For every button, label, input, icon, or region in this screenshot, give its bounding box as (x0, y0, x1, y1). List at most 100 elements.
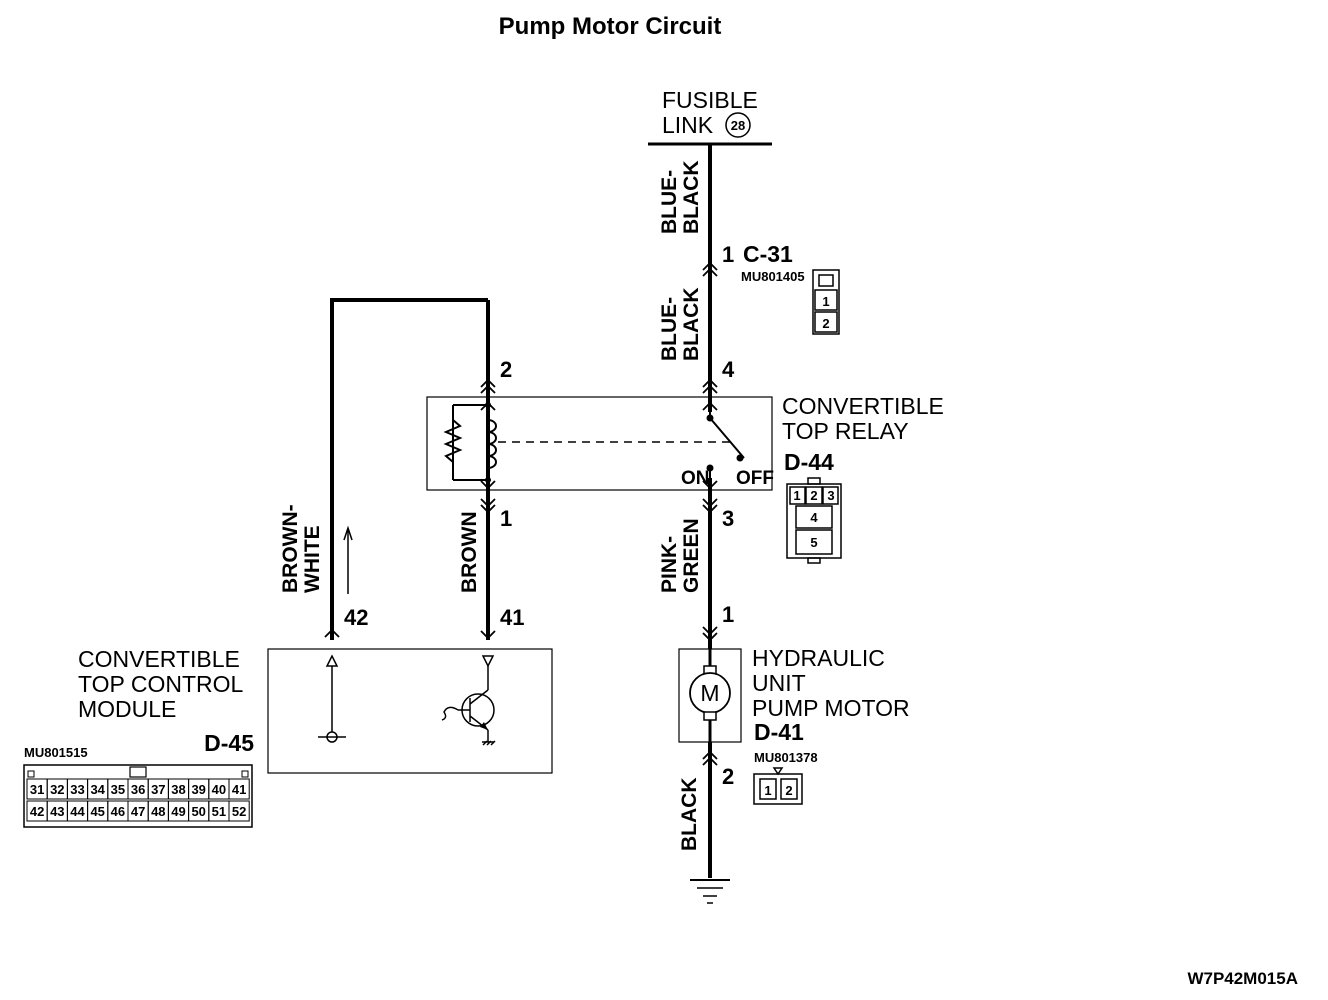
connector-c31-icon-pin-2: 2 (822, 316, 829, 331)
module-connector-pin-49: 49 (171, 804, 185, 819)
wire-label-black: BLACK (678, 778, 701, 852)
module-connector-pin-35: 35 (111, 782, 125, 797)
svg-text:BLUE-: BLUE- (658, 297, 681, 361)
pump-name-line3: PUMP MOTOR (752, 695, 910, 721)
module-connector-pin-31: 31 (30, 782, 44, 797)
module-pin-42: 42 (344, 605, 368, 630)
svg-text:WHITE: WHITE (301, 525, 324, 593)
svg-text:BROWN: BROWN (458, 511, 481, 593)
pump-motor-brush-bottom (703, 711, 717, 721)
pump-motor-letter: M (700, 680, 719, 706)
module-connector-pin-36: 36 (131, 782, 145, 797)
module-connector-pin-52: 52 (232, 804, 246, 819)
relay-connector-icon (786, 477, 842, 564)
relay-terminal-3-chevron (702, 480, 718, 514)
svg-text:GREEN: GREEN (680, 518, 703, 593)
svg-text:PINK-: PINK- (658, 536, 681, 593)
relay-terminal-4-arrow-in-box (702, 401, 718, 411)
relay-connector-pin-5: 5 (810, 535, 817, 550)
relay-terminal-2-chevron (480, 378, 496, 411)
fusible-link: FUSIBLE LINK 28 (648, 87, 772, 146)
pump-connector-icon (753, 767, 803, 805)
pump-pin-1-chevron (702, 626, 718, 642)
wire-label-brown-white: BROWN- WHITE (279, 504, 324, 593)
module-connector-pin-33: 33 (70, 782, 84, 797)
module-transistor-symbol (441, 655, 496, 746)
module-connector-pin-43: 43 (50, 804, 64, 819)
relay-connector-pin-1: 1 (793, 488, 800, 503)
connector-c31-part-number: MU801405 (741, 269, 805, 284)
relay-terminal-1-chevron (480, 480, 496, 514)
pump-name-line1: HYDRAULIC (752, 645, 885, 671)
module-connector-pin-39: 39 (191, 782, 205, 797)
module-connector-pin-38: 38 (171, 782, 185, 797)
svg-text:BLACK: BLACK (680, 161, 703, 235)
module-connector-pin-46: 46 (111, 804, 125, 819)
wire-label-blue-black-upper: BLUE- BLACK (658, 161, 703, 235)
control-module-box (267, 648, 553, 774)
diagram-title: Pump Motor Circuit (499, 13, 722, 40)
pump-pin-2: 2 (722, 764, 734, 789)
module-pin-41: 41 (500, 605, 524, 630)
module-connector-pin-44: 44 (70, 804, 85, 819)
module-input-symbol (318, 654, 346, 743)
module-connector-pin-47: 47 (131, 804, 145, 819)
module-connector-pin-42: 42 (30, 804, 44, 819)
module-connector-pin-45: 45 (90, 804, 104, 819)
module-connector-name: D-45 (204, 730, 254, 756)
svg-text:BLACK: BLACK (678, 778, 701, 852)
module-name-line1: CONVERTIBLE (78, 646, 240, 672)
figure-code: W7P42M015A (1187, 969, 1298, 988)
module-part-number: MU801515 (24, 745, 88, 760)
pump-part-number: MU801378 (754, 750, 818, 765)
module-connector-pin-32: 32 (50, 782, 64, 797)
relay-connector-pin-4: 4 (810, 510, 818, 525)
brown-white-wire (330, 298, 488, 640)
connector-c31-icon (812, 269, 840, 335)
module-connector-pin-41: 41 (232, 782, 246, 797)
relay-on-label: ON (681, 468, 710, 489)
relay-connector-name: D-44 (784, 449, 834, 475)
module-connector-pin-51: 51 (212, 804, 226, 819)
wire-label-brown: BROWN (458, 511, 481, 593)
module-connector-pin-cell (228, 800, 250, 822)
module-connector-pin-cell (228, 778, 250, 800)
signal-direction-arrow (343, 525, 353, 594)
relay-pin-3: 3 (722, 506, 734, 531)
fusible-link-label-line1: FUSIBLE (662, 87, 758, 113)
module-connector-pin-row-2: 42 43 44 45 46 47 48 49 50 51 52 (26, 800, 250, 822)
svg-text:BLUE-: BLUE- (658, 170, 681, 234)
relay-terminal-4-chevron (702, 378, 718, 394)
relay-pin-2: 2 (500, 357, 512, 382)
wire-label-blue-black-lower: BLUE- BLACK (658, 288, 703, 362)
module-transistor-emitter-arrow (480, 722, 488, 730)
fusible-link-number: 28 (731, 118, 745, 133)
module-name-line3: MODULE (78, 696, 176, 722)
svg-text:BROWN-: BROWN- (279, 504, 302, 593)
fusible-link-number-circle (725, 112, 751, 138)
relay-off-label: OFF (736, 468, 774, 489)
relay-pin-1: 1 (500, 506, 512, 531)
module-pin-41-chevron (480, 630, 496, 640)
connector-c31-icon-pin-1: 1 (822, 294, 829, 309)
relay-name-line2: TOP RELAY (782, 418, 909, 444)
connector-c31-chevron (702, 261, 718, 277)
connector-c31-pin: 1 (722, 242, 734, 267)
relay-connector-pin-3: 3 (827, 488, 834, 503)
pump-pin-2-chevron (702, 750, 718, 766)
svg-text:BLACK: BLACK (680, 288, 703, 362)
pump-connector-pin-1: 1 (764, 783, 771, 798)
pump-connector-name: D-41 (754, 719, 804, 745)
fusible-link-label-line2: LINK (662, 112, 714, 138)
module-connector-pin-48: 48 (151, 804, 165, 819)
relay-coil (443, 300, 497, 640)
module-connector-pin-40: 40 (212, 782, 226, 797)
wire-label-pink-green: PINK- GREEN (658, 518, 703, 593)
pump-name-line2: UNIT (752, 670, 806, 696)
module-connector-pin-50: 50 (191, 804, 205, 819)
relay-name-line1: CONVERTIBLE (782, 393, 944, 419)
relay-box (426, 396, 773, 491)
relay-switch (706, 412, 745, 478)
